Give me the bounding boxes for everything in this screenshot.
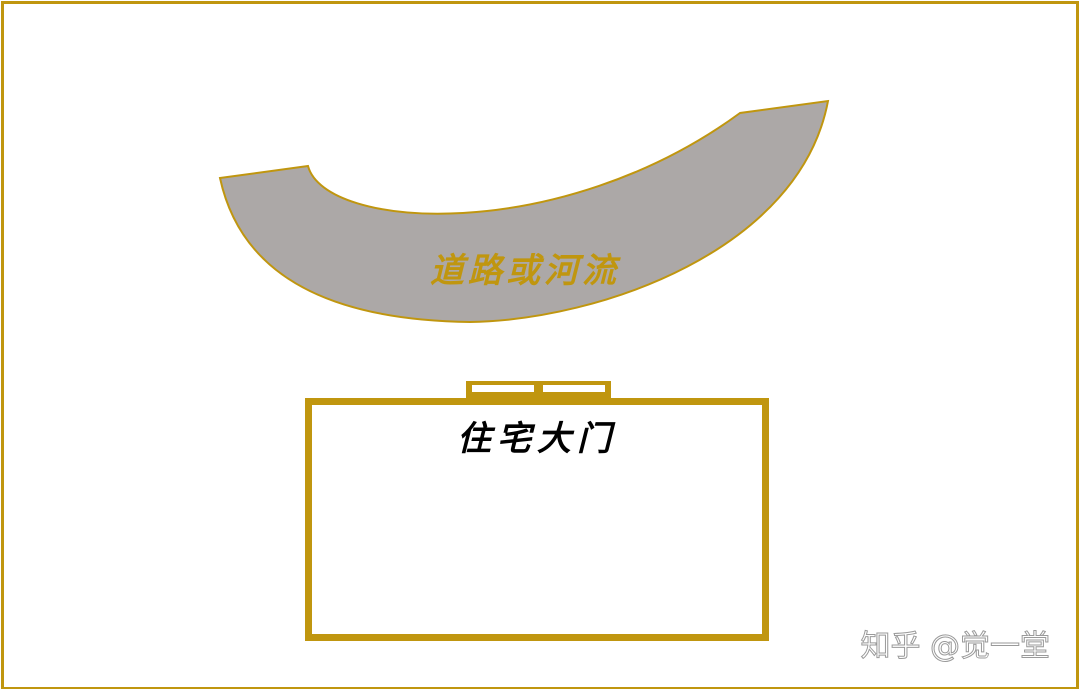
- door-right-leaf: [543, 385, 605, 392]
- watermark-text: 知乎 @觉一堂: [860, 629, 1050, 664]
- road-river-shape: [218, 99, 830, 324]
- door-left-leaf: [472, 385, 534, 392]
- house-gate-label: 住宅大门: [457, 419, 617, 459]
- house-outline: [305, 398, 769, 641]
- road-river-label: 道路或河流: [430, 251, 621, 291]
